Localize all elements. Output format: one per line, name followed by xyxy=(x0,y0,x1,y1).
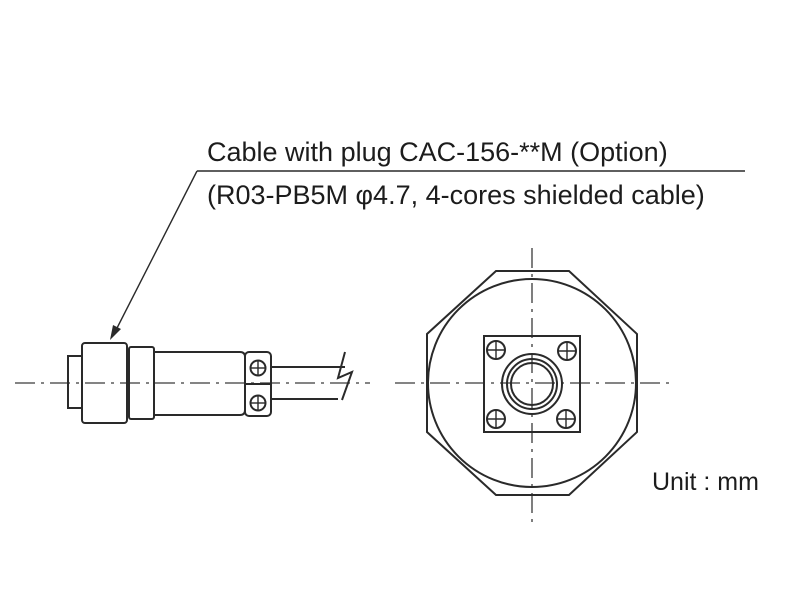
square-flange xyxy=(483,335,581,433)
hex-chamfer-circle xyxy=(427,278,637,488)
unit-label: Unit : mm xyxy=(652,468,759,496)
clamp-screw-bottom xyxy=(249,394,267,412)
connector-front-view xyxy=(395,248,670,525)
plug-nose xyxy=(67,355,83,409)
flange-screw-top-right xyxy=(557,341,577,361)
flange-screw-bottom-right xyxy=(556,409,576,429)
cable-break-symbol xyxy=(336,351,354,401)
hex-nut xyxy=(426,270,638,496)
receptacle-socket xyxy=(501,353,563,415)
callout-line-1: Cable with plug CAC-156-**M (Option) xyxy=(207,137,668,167)
plug-side-view xyxy=(15,342,370,424)
flange-screw-top-left xyxy=(486,340,506,360)
flange-screw-bottom-left xyxy=(486,409,506,429)
plug-coupling-nut xyxy=(81,342,128,424)
callout-line-2: (R03-PB5M φ4.7, 4-cores shielded cable) xyxy=(207,180,705,210)
callout-leader xyxy=(110,170,745,340)
clamp-screw-top xyxy=(249,359,267,377)
leader-arrowhead xyxy=(110,325,121,340)
